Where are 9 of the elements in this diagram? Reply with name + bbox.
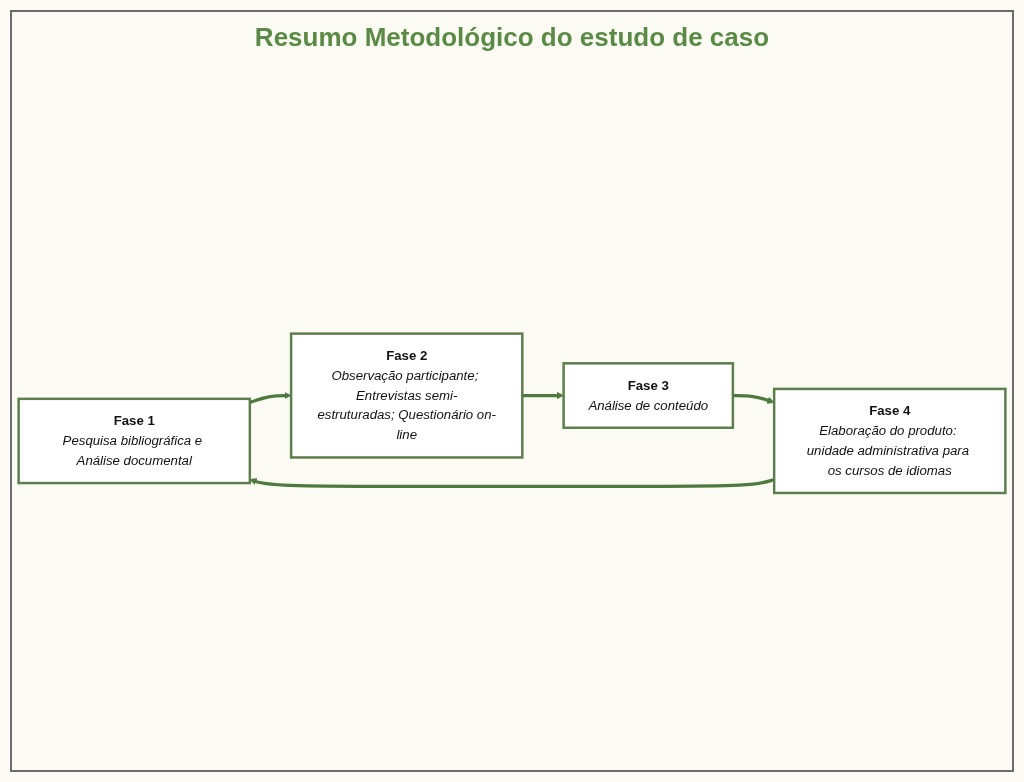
node-box: Fase 1 Pesquisa bibliográfica e Análise documental — [17, 397, 252, 485]
diagram-title: Resumo Metodológico do estudo de caso — [254, 22, 770, 53]
arrow — [732, 394, 775, 404]
arrow — [522, 392, 564, 400]
node-box: Fase 4 Elaboração do produto: unidade administrativa para os cursos de idiomas — [772, 387, 1007, 495]
node-box: Fase 3 Análise de conteúdo — [562, 362, 735, 430]
arrow — [249, 478, 775, 489]
arrow — [249, 392, 292, 405]
node-box: Fase 2 Observação participante; Entrevistas semi-estruturadas; Questionário on-line — [289, 332, 524, 459]
